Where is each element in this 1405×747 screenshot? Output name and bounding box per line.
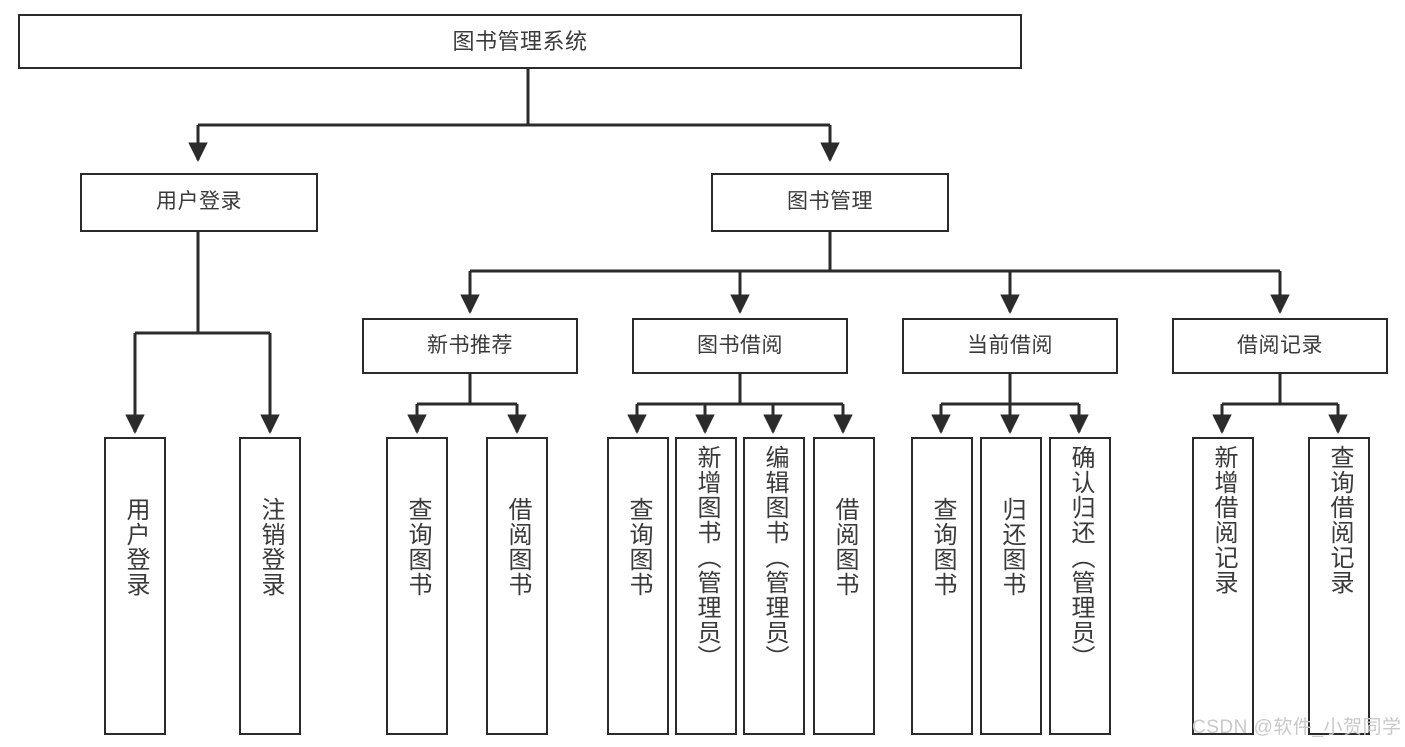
node-label: 借阅图书 (503, 497, 531, 597)
leaf-new-book-query-books[interactable]: 查询图书 (386, 437, 448, 735)
node-label: 新书推荐 (427, 333, 513, 357)
node-label: 确认归还（管理员） (1066, 445, 1094, 670)
node-label: 新增图书（管理员） (692, 445, 720, 670)
node-book-borrowing[interactable]: 图书借阅 (632, 318, 848, 374)
node-borrowing-records[interactable]: 借阅记录 (1172, 318, 1388, 374)
node-label: 用户登录 (156, 190, 242, 214)
node-label: 查询图书 (624, 497, 652, 597)
node-label: 编辑图书（管理员） (760, 445, 788, 670)
node-label: 用户登录 (121, 497, 149, 597)
node-label: 当前借阅 (967, 333, 1053, 357)
leaf-current-confirm-return-admin[interactable]: 确认归还（管理员） (1049, 437, 1111, 735)
node-book-management[interactable]: 图书管理 (711, 173, 949, 232)
node-label: 查询图书 (928, 497, 956, 597)
leaf-record-add-record[interactable]: 新增借阅记录 (1192, 437, 1254, 735)
node-root-system[interactable]: 图书管理系统 (18, 14, 1022, 69)
node-label: 图书管理 (787, 190, 873, 214)
leaf-current-query-books[interactable]: 查询图书 (911, 437, 973, 735)
leaf-borrow-query-books[interactable]: 查询图书 (607, 437, 669, 735)
node-current-borrowing[interactable]: 当前借阅 (902, 318, 1118, 374)
node-label: 借阅记录 (1237, 333, 1323, 357)
node-label: 借阅图书 (830, 497, 858, 597)
node-user-login[interactable]: 用户登录 (80, 173, 318, 232)
node-label: 图书管理系统 (452, 28, 588, 54)
leaf-borrow-edit-book-admin[interactable]: 编辑图书（管理员） (743, 437, 805, 735)
leaf-new-book-borrow-books[interactable]: 借阅图书 (486, 437, 548, 735)
leaf-borrow-add-book-admin[interactable]: 新增图书（管理员） (675, 437, 737, 735)
node-new-book-recommendation[interactable]: 新书推荐 (362, 318, 578, 374)
leaf-record-query-record[interactable]: 查询借阅记录 (1308, 437, 1370, 735)
node-label: 图书借阅 (697, 333, 783, 357)
watermark-text: CSDN @软件_小贺同学 (1192, 717, 1402, 738)
node-label: 新增借阅记录 (1209, 445, 1237, 595)
node-label: 归还图书 (997, 497, 1025, 597)
leaf-borrow-borrow-books[interactable]: 借阅图书 (813, 437, 875, 735)
leaf-current-return-books[interactable]: 归还图书 (980, 437, 1042, 735)
node-label: 注销登录 (256, 497, 284, 597)
node-label: 查询借阅记录 (1325, 445, 1353, 595)
leaf-user-login-login[interactable]: 用户登录 (104, 437, 166, 735)
node-label: 查询图书 (403, 497, 431, 597)
leaf-user-login-logout[interactable]: 注销登录 (239, 437, 301, 735)
